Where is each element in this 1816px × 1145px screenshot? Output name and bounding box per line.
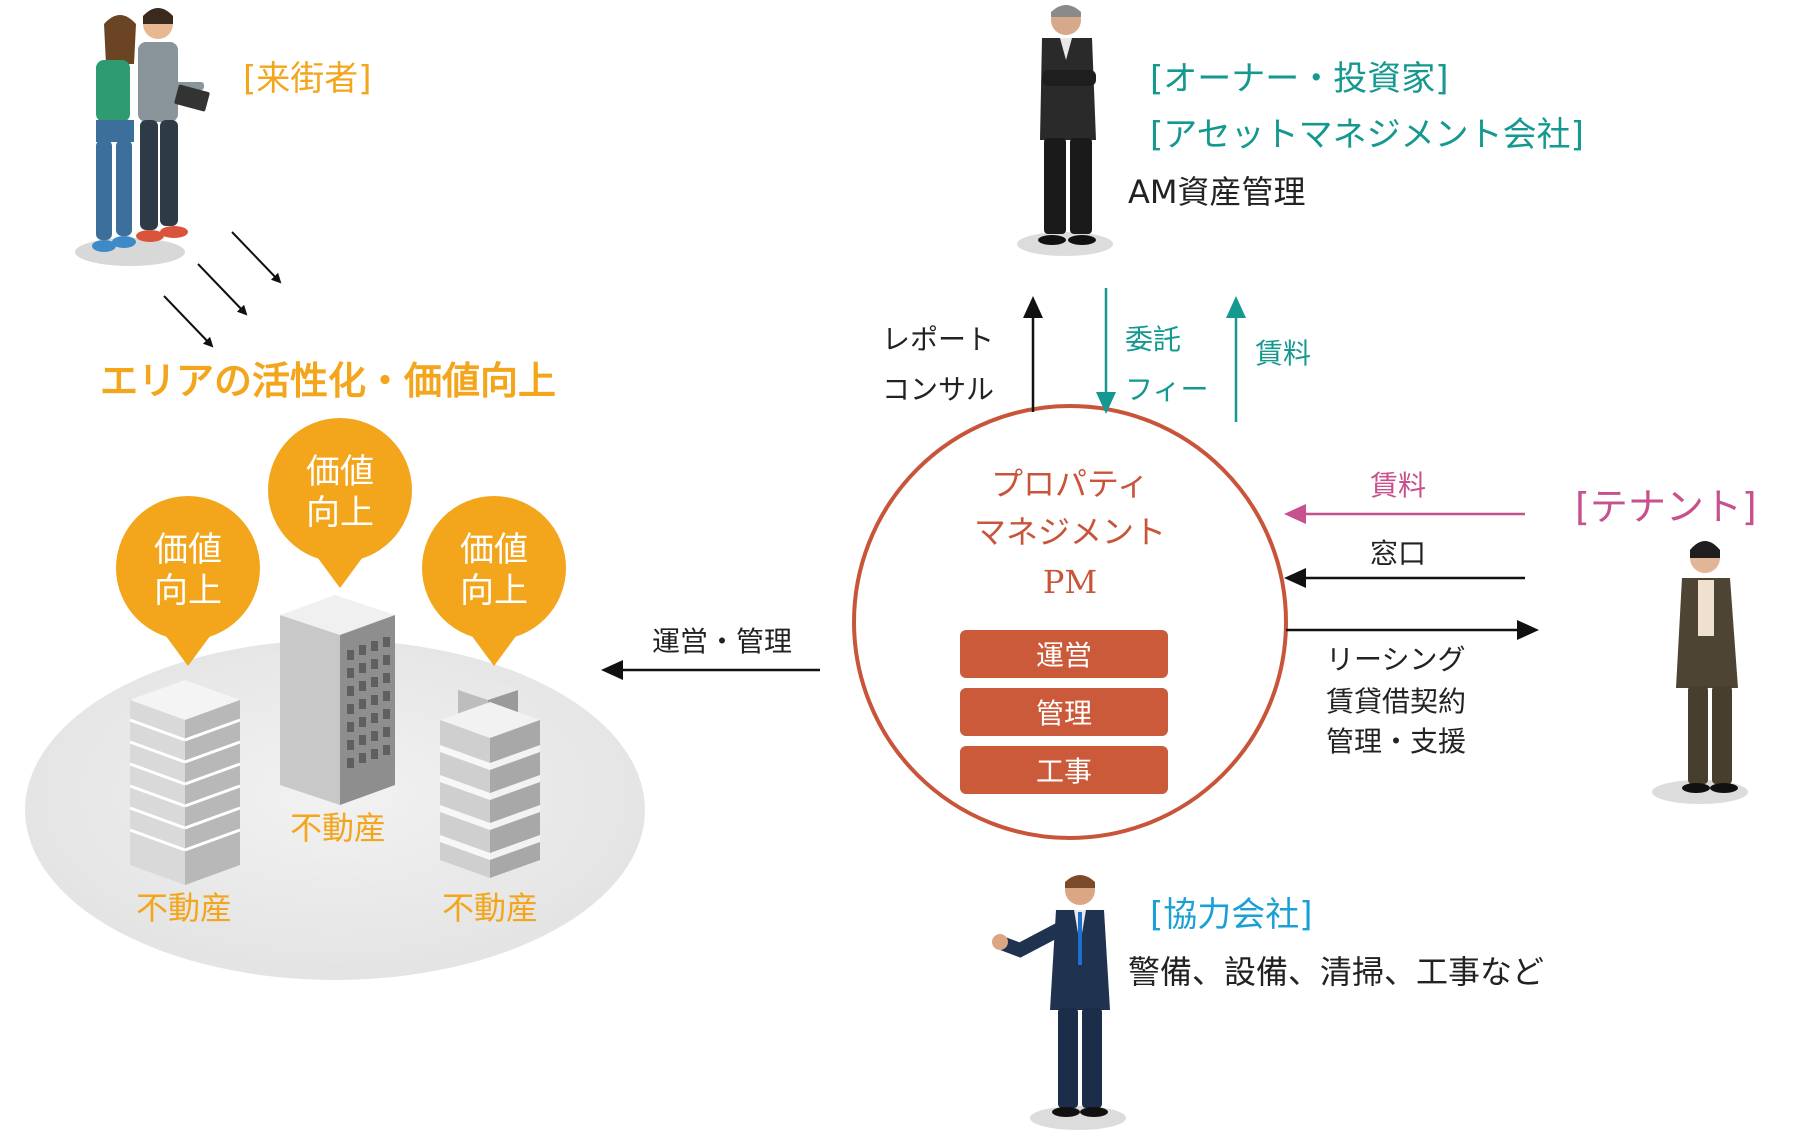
entrust-label: 委託 [1125, 323, 1182, 356]
tenant-label: [テナント] [1575, 485, 1757, 529]
visitor-arrows [163, 231, 282, 348]
building-2-illustration [280, 595, 395, 805]
visitor-label: [来街者] [243, 59, 372, 99]
report-label: レポート [882, 323, 995, 356]
value-pin-3 [422, 496, 566, 666]
operation-label: 運営・管理 [652, 625, 793, 658]
pm-box-management: 管理 [960, 688, 1168, 736]
pm-title-line3: PM [1042, 563, 1098, 601]
pin-1-text: 価値 向上 [148, 530, 228, 613]
building-2-label: 不動産 [290, 809, 387, 847]
building-1-illustration [129, 680, 241, 885]
pin-3-text: 価値 向上 [454, 530, 534, 613]
owner-label: [オーナー・投資家] [1150, 59, 1449, 99]
building-3-label: 不動産 [442, 889, 539, 927]
consult-label: コンサル [882, 373, 995, 406]
tenant-illustration [1652, 541, 1748, 804]
visitor-couple-illustration [75, 8, 210, 266]
tenant-rent-label: 賃料 [1370, 469, 1427, 502]
area-activation-title: エリアの活性化・価値向上 [100, 359, 557, 403]
am-asset-label: AM資産管理 [1128, 173, 1306, 211]
pin-1-line2: 向上 [154, 571, 222, 612]
partner-company-illustration [992, 875, 1126, 1130]
value-pin-1 [116, 496, 260, 666]
pin-2-text: 価値 向上 [300, 452, 380, 535]
pm-title-line1: プロパティ [990, 465, 1150, 503]
lease-contract-label: 賃貸借契約 [1326, 685, 1467, 718]
owner-investor-illustration [1017, 5, 1113, 256]
rent-label: 賃料 [1255, 337, 1312, 370]
window-label: 窓口 [1370, 537, 1427, 570]
pin-2-line1: 価値 [306, 452, 374, 492]
partner-services-label: 警備、設備、清掃、工事など [1128, 953, 1545, 991]
building-1-label: 不動産 [136, 889, 233, 927]
pin-3-line2: 向上 [460, 571, 528, 612]
asset-management-label: [アセットマネジメント会社] [1150, 115, 1584, 155]
partner-label: [協力会社] [1150, 895, 1313, 935]
value-pin-2 [268, 418, 412, 588]
leasing-label: リーシング [1326, 643, 1466, 676]
pin-3-line1: 価値 [460, 530, 528, 570]
building-3-illustration [440, 680, 540, 878]
pin-1-line1: 価値 [154, 530, 222, 570]
pm-box-operation: 運営 [960, 630, 1168, 678]
pm-box-construction: 工事 [960, 746, 1168, 794]
pm-title-line2: マネジメント [973, 513, 1166, 551]
pin-2-line2: 向上 [306, 493, 374, 534]
fee-label: フィー [1125, 373, 1209, 406]
manage-support-label: 管理・支援 [1326, 725, 1467, 758]
